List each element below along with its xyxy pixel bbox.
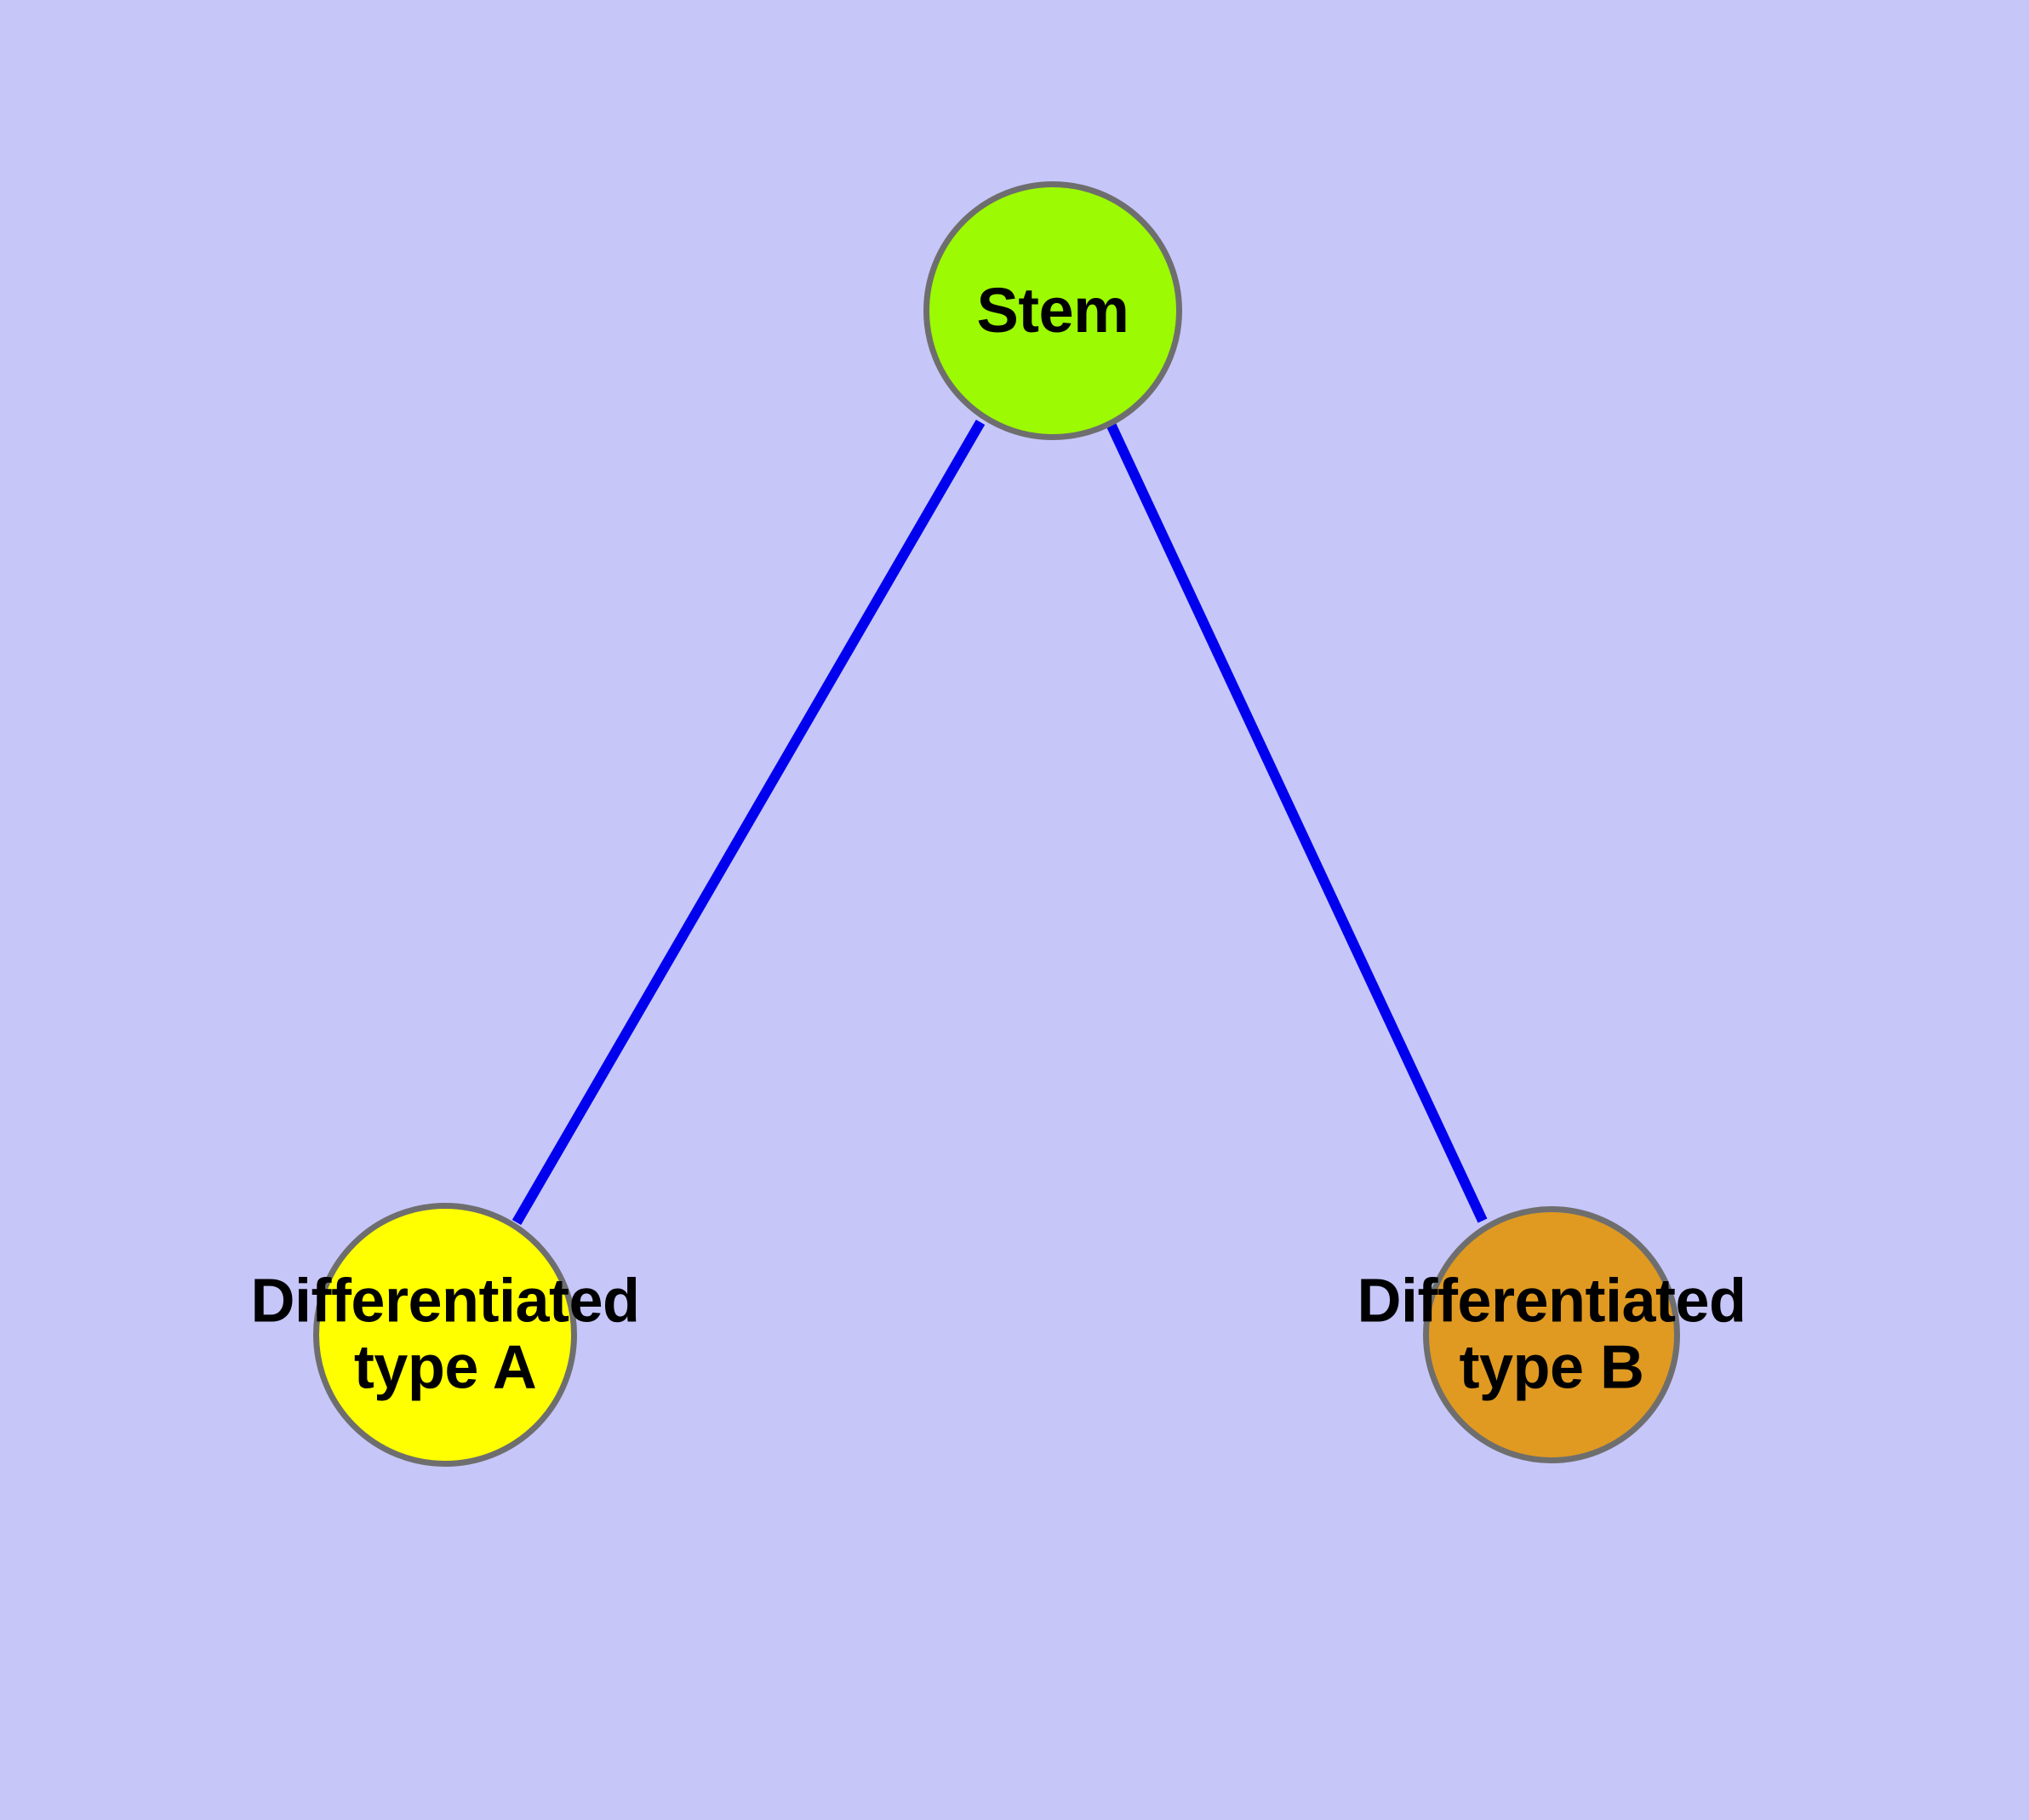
node-stem-label-line-1: Stem (976, 275, 1129, 346)
node-differentiated-type-a[interactable]: Differentiated type A (250, 1203, 640, 1467)
edge-stem-to-differentiated-type-b (1106, 421, 1488, 1223)
edge-stem-to-differentiated-type-a (512, 419, 986, 1226)
node-differentiated-type-b[interactable]: Differentiated type B (1357, 1206, 1746, 1463)
node-stem[interactable]: Stem (923, 181, 1182, 440)
node-stem-label: Stem (977, 277, 1129, 345)
